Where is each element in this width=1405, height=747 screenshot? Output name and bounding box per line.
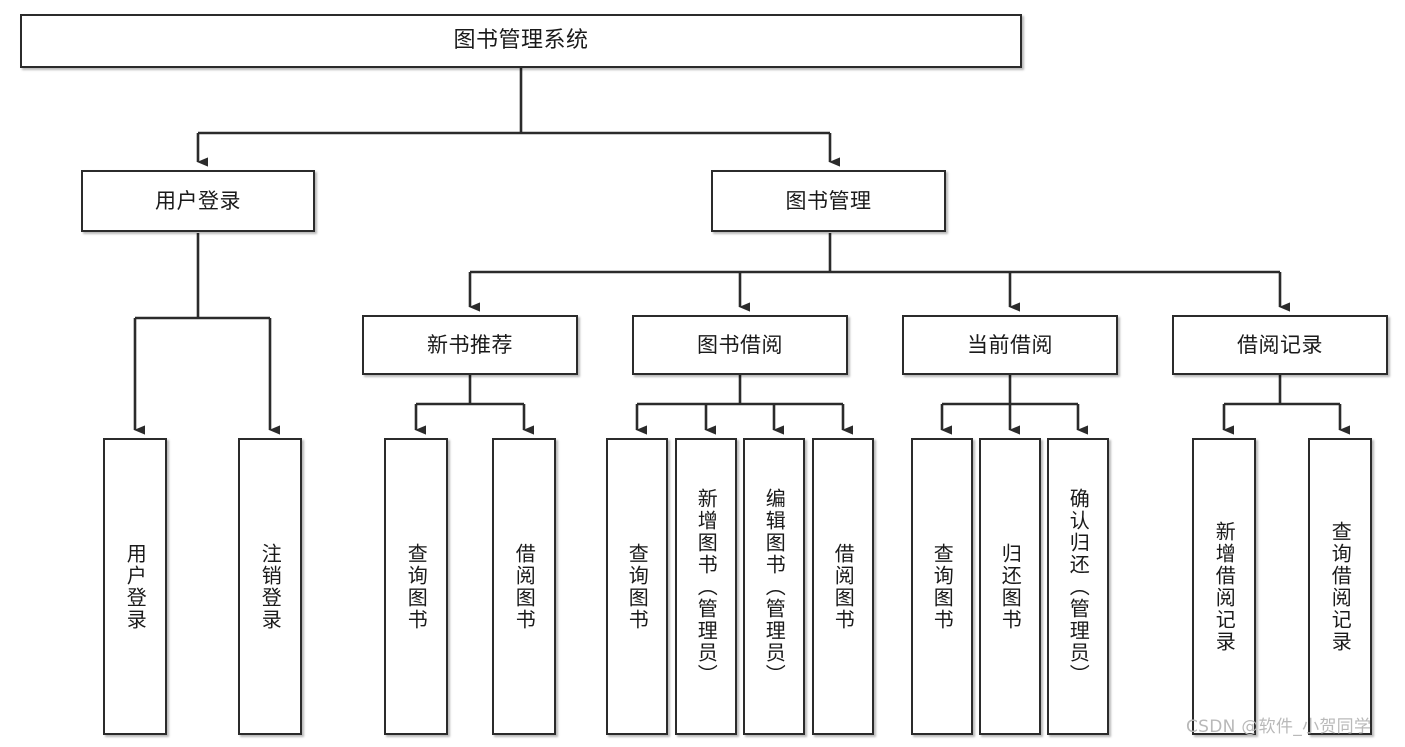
node-leaf-add-record-label: 新增借阅记录 [1212, 520, 1237, 653]
node-root-label: 图书管理系统 [453, 27, 589, 53]
node-leaf-borrow-book-2[interactable]: 借阅图书 [812, 438, 874, 735]
node-leaf-add-book-label: 新增图书（管理员） [694, 487, 719, 686]
node-borrow-record[interactable]: 借阅记录 [1172, 315, 1388, 375]
node-new-book-recommend-label: 新书推荐 [427, 332, 513, 357]
node-leaf-query-record[interactable]: 查询借阅记录 [1308, 438, 1372, 735]
node-leaf-logout-login-label: 注销登录 [258, 542, 283, 631]
node-borrow-record-label: 借阅记录 [1237, 332, 1323, 357]
node-leaf-add-record[interactable]: 新增借阅记录 [1192, 438, 1256, 735]
node-leaf-query-book-1[interactable]: 查询图书 [384, 438, 448, 735]
node-leaf-user-login[interactable]: 用户登录 [103, 438, 167, 735]
node-leaf-borrow-book-1[interactable]: 借阅图书 [492, 438, 556, 735]
connectors-user-login [133, 233, 280, 435]
node-root[interactable]: 图书管理系统 [20, 14, 1022, 68]
connectors-book-borrow [635, 375, 853, 435]
node-leaf-borrow-book-1-label: 借阅图书 [512, 542, 537, 631]
node-user-login-label: 用户登录 [155, 188, 241, 213]
node-leaf-add-book[interactable]: 新增图书（管理员） [675, 438, 737, 735]
connectors-borrow-record [1222, 375, 1350, 435]
node-leaf-confirm-return-label: 确认归还（管理员） [1066, 487, 1091, 686]
connectors-book-management [468, 233, 1290, 312]
node-current-borrow-label: 当前借阅 [967, 332, 1053, 357]
node-user-login[interactable]: 用户登录 [81, 170, 315, 232]
connectors-current-borrow [940, 375, 1088, 435]
node-leaf-confirm-return[interactable]: 确认归还（管理员） [1047, 438, 1109, 735]
node-leaf-query-book-3[interactable]: 查询图书 [911, 438, 973, 735]
node-current-borrow[interactable]: 当前借阅 [902, 315, 1118, 375]
node-new-book-recommend[interactable]: 新书推荐 [362, 315, 578, 375]
node-leaf-return-book[interactable]: 归还图书 [979, 438, 1041, 735]
node-leaf-edit-book-label: 编辑图书（管理员） [762, 487, 787, 686]
node-book-borrow[interactable]: 图书借阅 [632, 315, 848, 375]
node-leaf-edit-book[interactable]: 编辑图书（管理员） [743, 438, 805, 735]
node-leaf-return-book-label: 归还图书 [998, 542, 1023, 631]
connectors-root [196, 68, 840, 167]
node-leaf-logout-login[interactable]: 注销登录 [238, 438, 302, 735]
connectors-new-book-recommend [414, 375, 534, 435]
node-leaf-query-book-1-label: 查询图书 [404, 542, 429, 631]
node-book-borrow-label: 图书借阅 [697, 332, 783, 357]
node-leaf-query-book-2[interactable]: 查询图书 [606, 438, 668, 735]
node-book-management[interactable]: 图书管理 [711, 170, 946, 232]
node-leaf-query-book-2-label: 查询图书 [625, 542, 650, 631]
node-leaf-borrow-book-2-label: 借阅图书 [831, 542, 856, 631]
node-leaf-query-book-3-label: 查询图书 [930, 542, 955, 631]
node-leaf-user-login-label: 用户登录 [123, 542, 148, 631]
node-leaf-query-record-label: 查询借阅记录 [1328, 520, 1353, 653]
node-book-management-label: 图书管理 [785, 188, 872, 213]
